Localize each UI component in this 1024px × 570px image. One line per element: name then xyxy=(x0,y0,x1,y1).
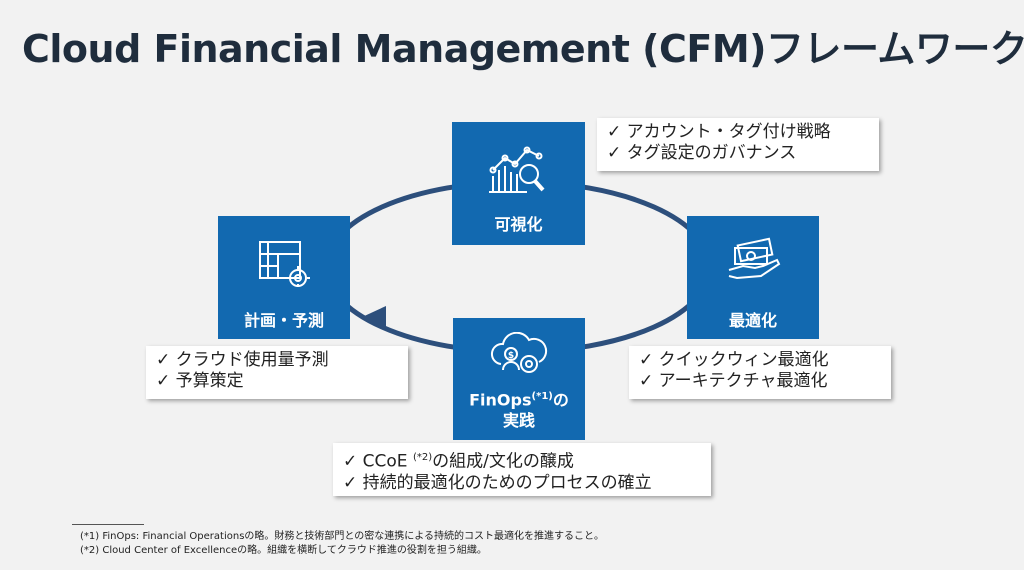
note-plan-item: ✓ 予算策定 xyxy=(156,371,244,391)
note-finops-line1-post: の組成/文化の醸成 xyxy=(432,451,574,472)
note-finops-item: ✓ CCoE (*2)の組成/文化の醸成 xyxy=(343,447,701,473)
stage-finops-box: $ FinOps(*1)の 実践 xyxy=(453,318,585,440)
stage-finops-label-line2: 実践 xyxy=(502,411,535,430)
stage-plan-box: 計画・予測 xyxy=(218,216,350,339)
footnote-1: (*1) FinOps: Financial Operationsの略。財務と技… xyxy=(80,531,605,542)
note-finops-item: ✓ 持続的最適化のためのプロセスの確立 xyxy=(343,472,652,493)
stage-finops-label: FinOps(*1)の xyxy=(453,386,585,411)
stage-finops-label-main: FinOps xyxy=(469,390,532,410)
page-title: Cloud Financial Management (CFM)フレームワーク xyxy=(22,27,1024,71)
note-finops: ✓ CCoE (*2)の組成/文化の醸成 ✓ 持続的最適化のためのプロセスの確立 xyxy=(333,443,711,496)
note-plan-item: ✓ クラウド使用量予測 xyxy=(156,350,329,370)
note-visualize: ✓ アカウント・タグ付け戦略 ✓ タグ設定のガバナンス xyxy=(597,118,879,171)
note-visualize-item: ✓ タグ設定のガバナンス xyxy=(607,143,797,163)
svg-text:$: $ xyxy=(508,351,514,361)
note-visualize-item: ✓ アカウント・タグ付け戦略 xyxy=(607,122,831,142)
note-finops-line1-sup: (*2) xyxy=(412,452,433,463)
chart-magnifier-icon xyxy=(489,146,545,193)
stage-finops-label-tail: の xyxy=(552,390,569,410)
stage-optimize-label: 最適化 xyxy=(728,311,777,330)
stage-optimize-box: 最適化 xyxy=(687,216,819,339)
blueprint-gear-icon xyxy=(259,241,310,287)
note-finops-line1-pre: ✓ CCoE xyxy=(343,451,413,472)
note-plan: ✓ クラウド使用量予測 ✓ 予算策定 xyxy=(146,346,408,399)
money-hand-icon xyxy=(728,237,781,280)
note-optimize-item: ✓ アーキテクチャ最適化 xyxy=(639,371,828,391)
stage-visualize-box: 可視化 xyxy=(452,122,585,245)
stage-finops-label-sup: (*1) xyxy=(531,391,553,402)
note-optimize: ✓ クイックウィン最適化 ✓ アーキテクチャ最適化 xyxy=(629,346,891,399)
footnote-divider xyxy=(72,524,144,525)
stage-plan-label: 計画・予測 xyxy=(243,311,324,330)
cloud-dollar-gear-icon: $ xyxy=(491,332,548,373)
stage-visualize-label: 可視化 xyxy=(494,215,543,234)
note-optimize-item: ✓ クイックウィン最適化 xyxy=(639,350,829,370)
footnotes: (*1) FinOps: Financial Operationsの略。財務と技… xyxy=(80,530,604,558)
cycle-arrowhead xyxy=(360,306,386,330)
footnote-2: (*2) Cloud Center of Excellenceの略。組織を横断し… xyxy=(80,545,487,556)
